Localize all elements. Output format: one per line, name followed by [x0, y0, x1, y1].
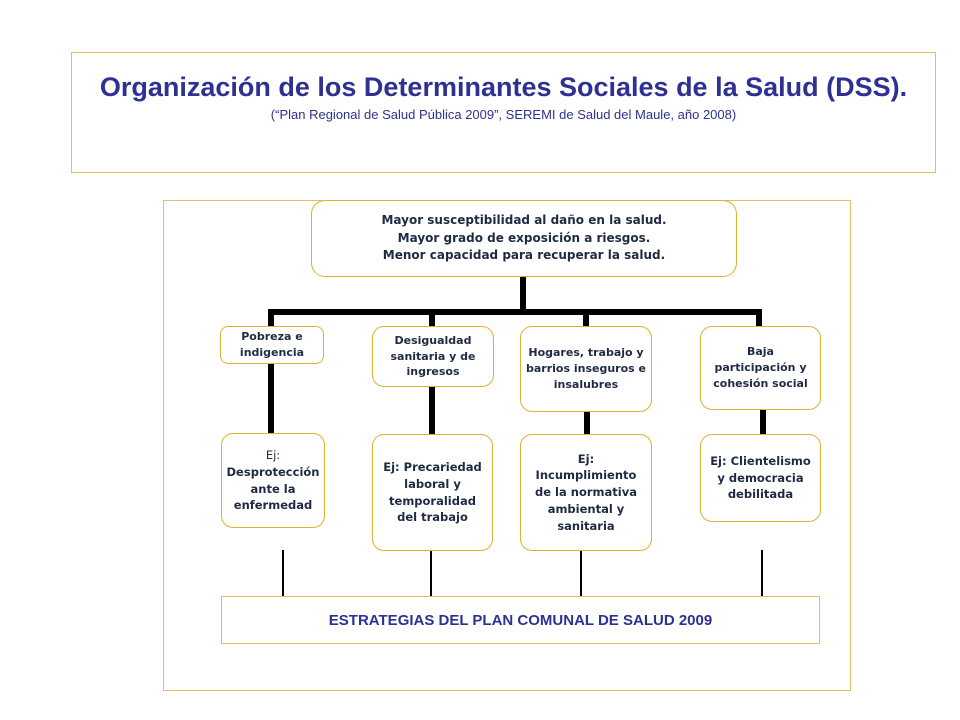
page-title: Organización de los Determinantes Social… [99, 72, 908, 102]
connector-bottom-4 [761, 550, 763, 596]
connector-horizontal [268, 309, 762, 315]
example-label: Ej: Precariedad laboral y temporalidad d… [383, 460, 482, 525]
connector-bottom-2 [430, 550, 432, 596]
strategies-label: ESTRATEGIAS DEL PLAN COMUNAL DE SALUD 20… [328, 611, 713, 629]
example-node-3: Ej: Incumplimiento de la normativa ambie… [520, 434, 652, 551]
top-node-line: Menor capacidad para recuperar la salud. [382, 248, 666, 263]
connector-cat-ex-1 [268, 364, 274, 433]
category-label: Hogares, trabajo y barrios inseguros e i… [526, 346, 646, 391]
connector-cat-ex-4 [760, 410, 766, 434]
connector-bottom-3 [580, 550, 582, 596]
title-box: Organización de los Determinantes Social… [71, 52, 936, 173]
example-node-4: Ej: Clientelismo y democracia debilitada [700, 434, 821, 522]
top-node: Mayor susceptibilidad al daño en la salu… [311, 200, 737, 277]
strategies-box: ESTRATEGIAS DEL PLAN COMUNAL DE SALUD 20… [221, 596, 820, 644]
category-label: Desigualdad sanitaria y de ingresos [390, 333, 476, 379]
category-node-low-participation: Baja participación y cohesión social [700, 326, 821, 410]
example-label: Desprotección ante la enfermedad [226, 464, 320, 513]
example-prefix: Ej: [265, 448, 281, 463]
category-node-poverty: Pobreza e indigencia [220, 326, 324, 364]
category-label: Baja participación y cohesión social [713, 345, 808, 390]
connector-cat-ex-3 [584, 412, 590, 434]
connector-drop-3 [583, 309, 589, 327]
connector-cat-ex-2 [429, 386, 435, 434]
top-node-line: Mayor grado de exposición a riesgos. [397, 230, 651, 245]
example-node-1: Ej: Desprotección ante la enfermedad [221, 433, 325, 528]
page-subtitle: (“Plan Regional de Salud Pública 2009”, … [270, 107, 737, 122]
example-label: Ej: Clientelismo y democracia debilitada [710, 453, 811, 502]
category-node-unsafe-homes: Hogares, trabajo y barrios inseguros e i… [520, 326, 652, 412]
connector-drop-2 [429, 309, 435, 327]
top-node-line: Mayor susceptibilidad al daño en la salu… [381, 213, 667, 228]
example-label: Ej: Incumplimiento de la normativa ambie… [535, 451, 637, 533]
connector-drop-1 [268, 309, 274, 335]
connector-trunk [520, 277, 526, 312]
example-node-2: Ej: Precariedad laboral y temporalidad d… [372, 434, 493, 551]
connector-bottom-1 [282, 550, 284, 596]
category-label: Pobreza e indigencia [239, 330, 305, 359]
connector-drop-4 [756, 309, 762, 327]
category-node-inequality: Desigualdad sanitaria y de ingresos [372, 326, 494, 387]
